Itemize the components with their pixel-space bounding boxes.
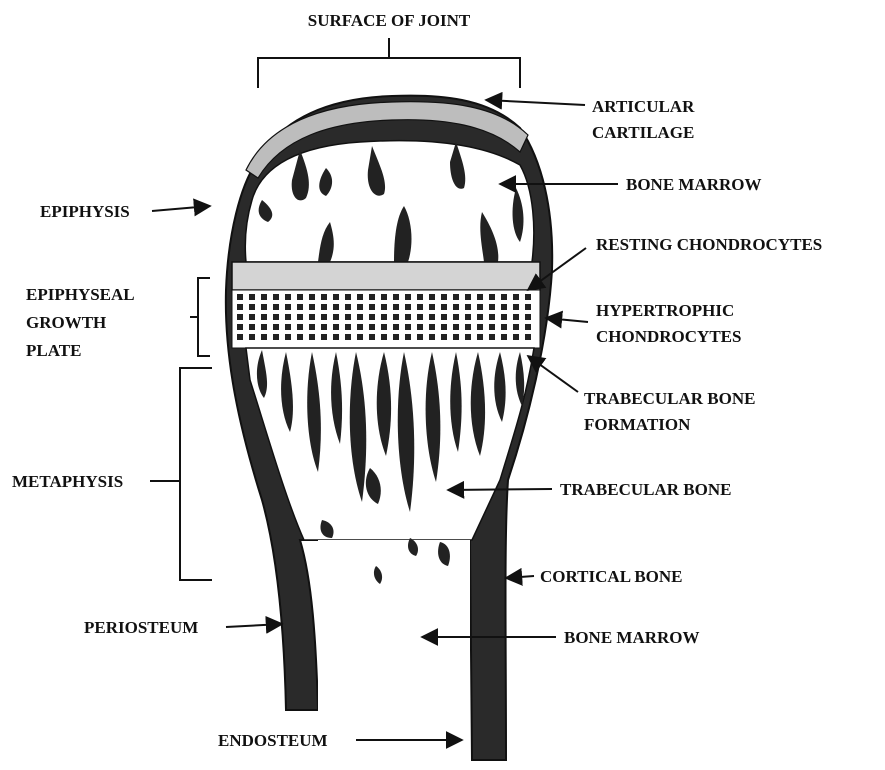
label-trabecular-bone: TRABECULAR BONE: [560, 480, 731, 499]
label-cortical-bone: CORTICAL BONE: [540, 567, 683, 586]
label-trabecular-formation-2: FORMATION: [584, 415, 691, 434]
label-resting-chondrocytes: RESTING CHONDROCYTES: [596, 235, 822, 254]
label-hypertrophic-1: HYPERTROPHIC: [596, 301, 734, 320]
label-hypertrophic-2: CHONDROCYTES: [596, 327, 741, 346]
label-epiphyseal-3: PLATE: [26, 341, 81, 360]
arrow-cortical-bone: [506, 576, 534, 578]
label-metaphysis: METAPHYSIS: [12, 472, 123, 491]
bracket-growth-plate: [190, 278, 210, 356]
label-epiphysis: EPIPHYSIS: [40, 202, 130, 221]
arrow-articular-cartilage: [486, 100, 585, 105]
label-trabecular-formation-1: TRABECULAR BONE: [584, 389, 755, 408]
label-surface-of-joint: SURFACE OF JOINT: [308, 11, 471, 30]
surface-bracket: [258, 38, 520, 88]
label-bone-marrow-bottom: BONE MARROW: [564, 628, 700, 647]
label-epiphyseal-1: EPIPHYSEAL: [26, 285, 135, 304]
resting-chondrocyte-zone: [232, 262, 540, 290]
label-bone-marrow-top: BONE MARROW: [626, 175, 762, 194]
bone-illustration: [226, 96, 552, 770]
hypertrophic-chondrocyte-columns: [232, 290, 540, 348]
label-epiphyseal-2: GROWTH: [26, 313, 106, 332]
diaphysis-marrow-cavity: [318, 540, 470, 770]
arrow-trabecular-bone: [448, 489, 552, 490]
arrow-hypertrophic: [546, 318, 588, 322]
label-endosteum: ENDOSTEUM: [218, 731, 328, 750]
bracket-metaphysis: [150, 368, 212, 580]
label-articular-cartilage-1: ARTICULAR: [592, 97, 695, 116]
label-articular-cartilage-2: CARTILAGE: [592, 123, 694, 142]
arrow-periosteum: [226, 624, 282, 627]
arrow-epiphysis: [152, 206, 210, 211]
label-periosteum: PERIOSTEUM: [84, 618, 198, 637]
